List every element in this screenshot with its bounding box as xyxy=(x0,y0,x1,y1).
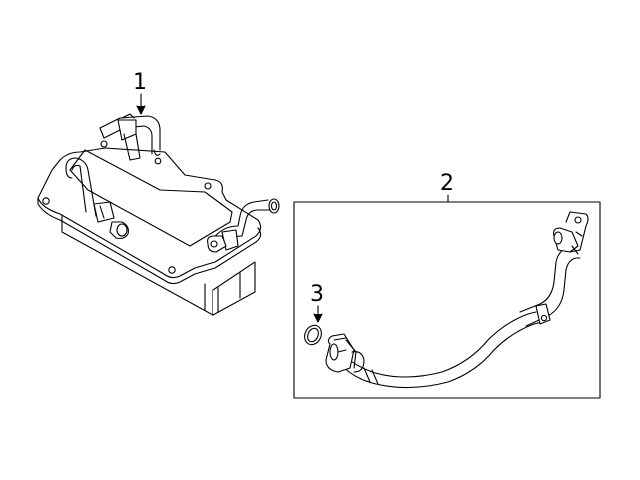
callout-2: 2 xyxy=(440,171,454,196)
oil-cooler-part xyxy=(38,114,279,315)
o-ring-part xyxy=(302,323,325,348)
callout-3: 3 xyxy=(310,282,324,307)
cooler-hose-part xyxy=(326,212,588,388)
callout-1-leader xyxy=(137,94,145,114)
callout-1: 1 xyxy=(133,70,147,95)
hose-box xyxy=(294,202,600,398)
callout-3-leader xyxy=(314,306,322,322)
